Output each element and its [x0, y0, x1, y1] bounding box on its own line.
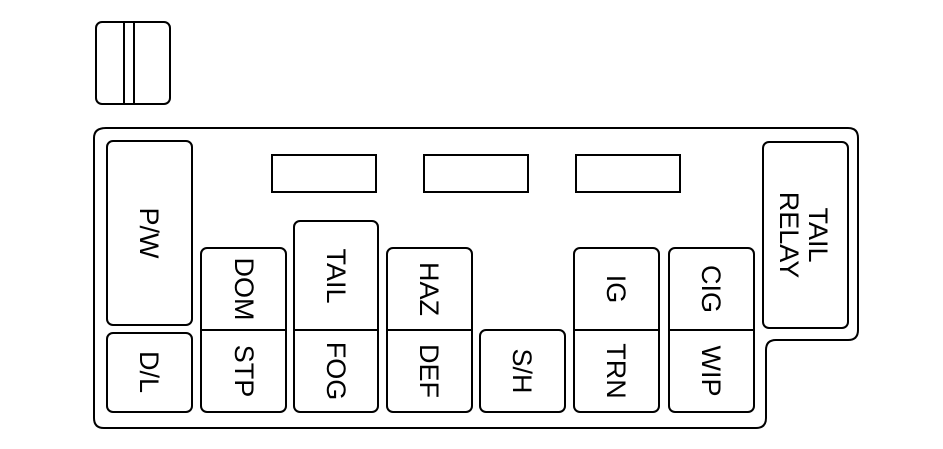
fuse-sh-label: S/H	[507, 348, 537, 393]
fuse-sh: S/H	[479, 329, 566, 413]
fuse-def-label: DEF	[414, 344, 444, 398]
fuse-wip-label: WIP	[696, 346, 726, 397]
fuse-pw: P/W	[106, 140, 193, 326]
fuse-haz-label: HAZ	[414, 262, 444, 316]
fuse-cig-label: CIG	[696, 265, 726, 313]
fuse-tail-fog: TAIL FOG	[293, 220, 379, 413]
tail-relay-line1: TAIL	[803, 207, 833, 262]
fuse-ig-trn: IG TRN	[573, 247, 660, 413]
spare-slot-3	[575, 154, 681, 193]
fuse-haz-def: HAZ DEF	[386, 247, 473, 413]
fuse-cig-wip: CIG WIP	[668, 247, 755, 413]
fuse-dl-label: D/L	[134, 351, 164, 393]
fuse-trn-label: TRN	[601, 343, 631, 399]
fuse-pw-label: P/W	[134, 208, 164, 260]
spare-slot-2	[423, 154, 529, 193]
fuse-fog-label: FOG	[321, 342, 351, 401]
spare-slot-1	[271, 154, 377, 193]
fuse-dl: D/L	[106, 332, 193, 413]
fuse-dom-stp: DOM STP	[200, 247, 287, 413]
fuse-tail-label: TAIL	[321, 248, 351, 303]
fuse-ig-label: IG	[601, 275, 631, 304]
fuse-stp-label: STP	[229, 345, 259, 398]
tail-relay: TAIL RELAY	[762, 141, 849, 329]
tail-relay-line2: RELAY	[774, 192, 804, 279]
fuse-dom-label: DOM	[229, 258, 259, 321]
fuse-puller	[95, 21, 171, 105]
